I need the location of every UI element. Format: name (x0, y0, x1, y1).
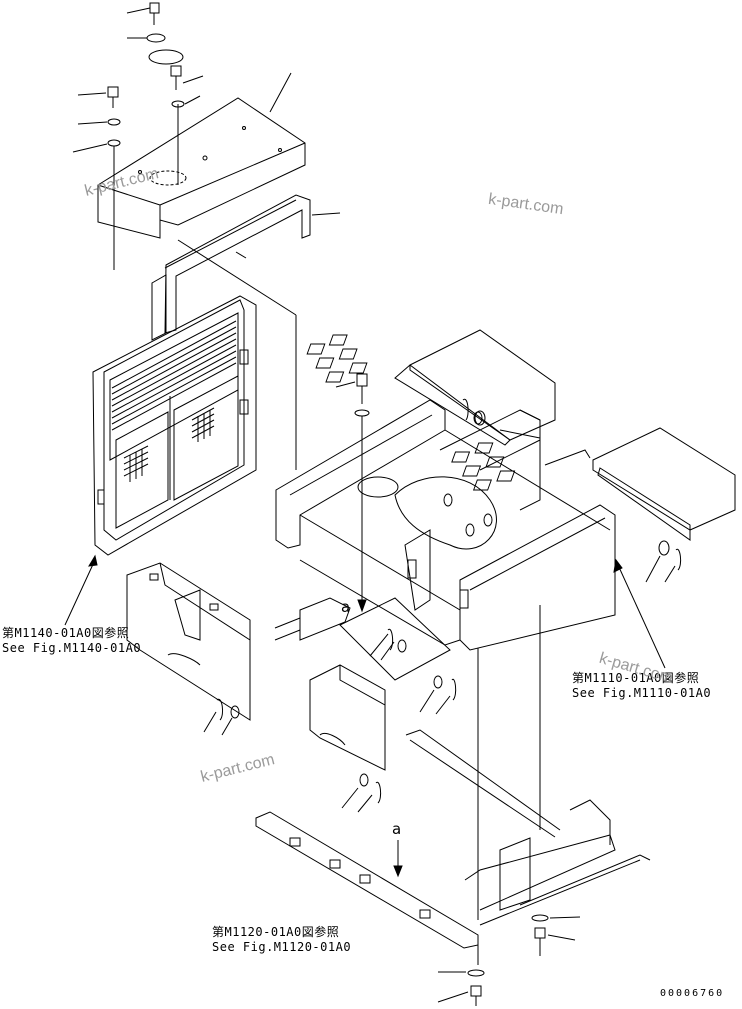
bottom-center-bolt-group (437, 945, 485, 1006)
mat-tiles-right (451, 442, 516, 491)
mat-tiles-upper (306, 334, 368, 383)
reference-jp: 第M1140-01A0図参照 (2, 626, 130, 640)
section-label: a (341, 598, 351, 616)
left-side-cover (126, 562, 301, 736)
center-bolt-group (335, 373, 370, 613)
bottom-right-bolt-group (531, 914, 581, 956)
grab-handle (151, 194, 341, 341)
top-cover-plate (97, 72, 306, 239)
main-frame (177, 239, 616, 920)
reference-note-right: 第M1110-01A0図参照 See Fig.M1110-01A0 (572, 671, 711, 701)
reference-en: See Fig.M1120-01A0 (212, 940, 352, 954)
reference-en: See Fig.M1140-01A0 (2, 641, 142, 655)
reference-note-left: 第M1140-01A0図参照 See Fig.M1140-01A0 (2, 626, 141, 656)
grille-door-panel (64, 295, 257, 626)
center-cover-panel (299, 597, 457, 813)
section-label: a (392, 820, 402, 838)
drawing-number: 00006760 (660, 988, 725, 999)
upper-right-mat-plate (306, 329, 556, 446)
reference-jp: 第M1120-01A0図参照 (212, 925, 340, 939)
grille-mesh-left (123, 445, 149, 482)
reference-en: See Fig.M1110-01A0 (572, 686, 712, 700)
reference-jp: 第M1110-01A0図参照 (572, 671, 700, 685)
grille-mesh-right (191, 407, 215, 442)
grille-louvres (111, 320, 237, 431)
top-bolt-group (126, 2, 204, 185)
lower-base-frame (255, 729, 651, 949)
left-bolt-group (72, 86, 121, 270)
reference-note-bottom: 第M1120-01A0図参照 See Fig.M1120-01A0 (212, 925, 351, 955)
right-reference-leader (613, 558, 666, 669)
right-mat-plate (451, 427, 736, 583)
